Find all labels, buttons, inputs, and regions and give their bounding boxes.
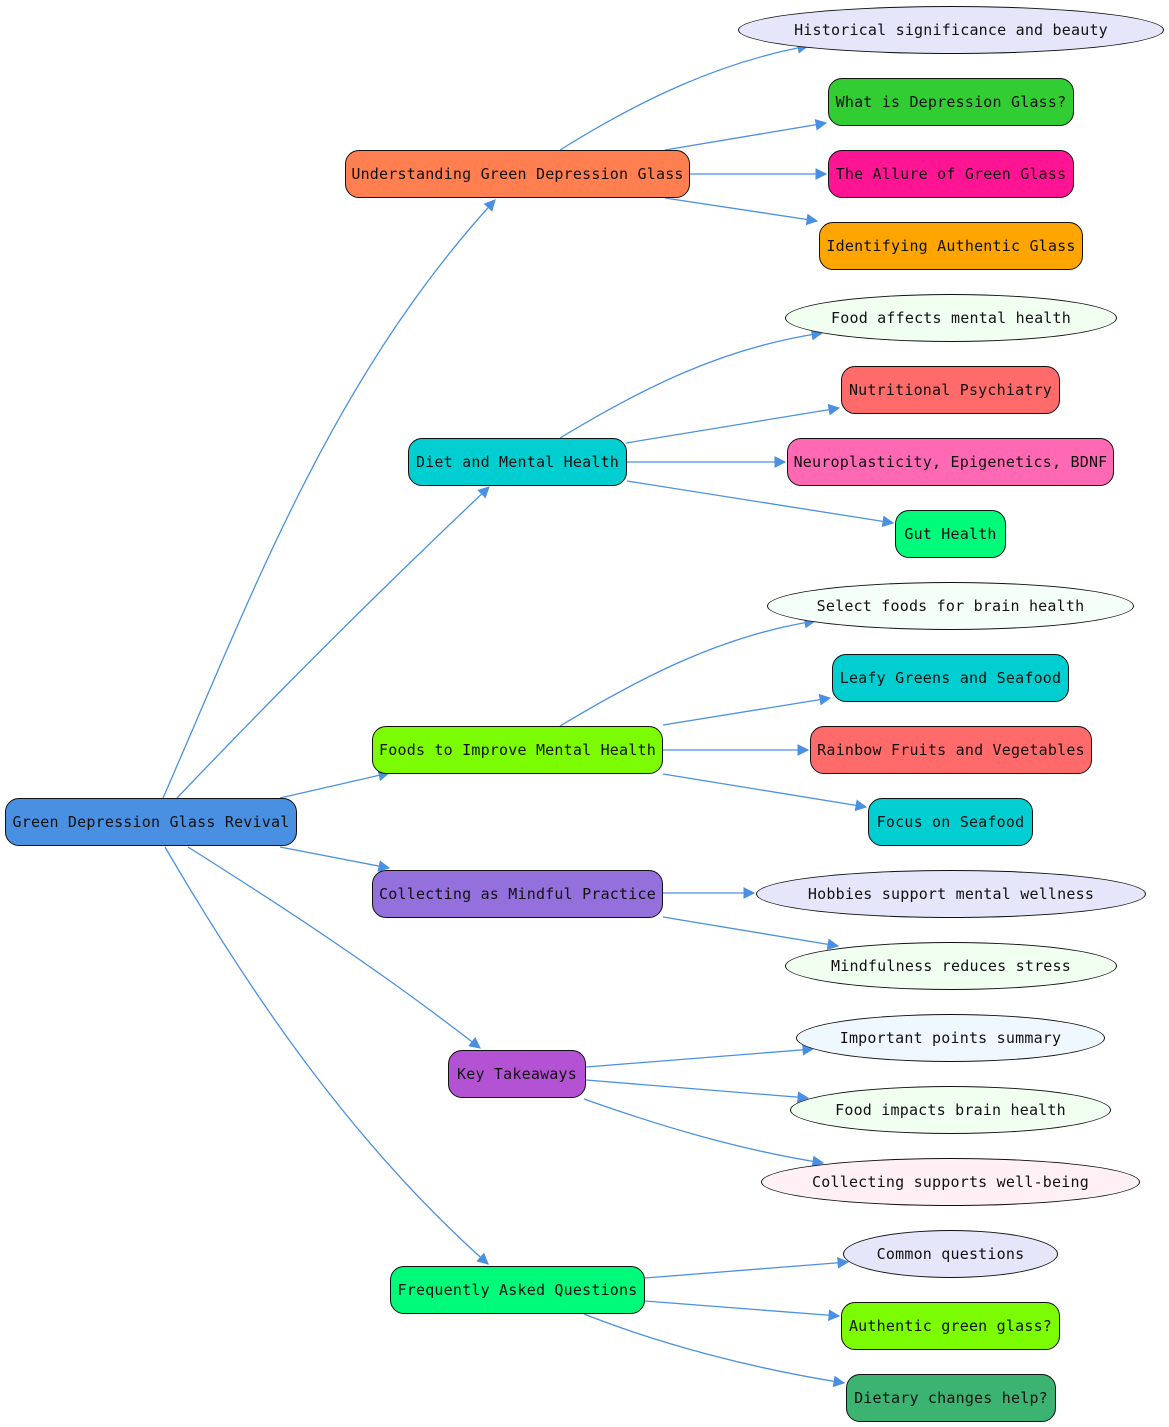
leaf-node-rainbow-fruits-vegetables[interactable]: Rainbow Fruits and Vegetables [810, 726, 1092, 774]
leaf-node-important-points-summary[interactable]: Important points summary [796, 1014, 1105, 1062]
leaf-node-food-affects-mental-health[interactable]: Food affects mental health [785, 294, 1117, 342]
edge-root-diet [176, 486, 490, 799]
branch-node-understanding[interactable]: Understanding Green Depression Glass [345, 150, 690, 198]
leaf-node-dietary-changes-help[interactable]: Dietary changes help? [846, 1374, 1056, 1422]
leaf-node-authentic-green-glass[interactable]: Authentic green glass? [841, 1302, 1060, 1350]
leaf-node-common-questions[interactable]: Common questions [843, 1230, 1058, 1278]
edge-faq-common [644, 1256, 850, 1279]
edge-root-foods [279, 769, 391, 799]
edge-understanding-what-is [664, 118, 828, 151]
edge-diet-gut [626, 480, 895, 528]
edge-diet-food-affects [559, 328, 824, 439]
branch-node-key-takeaways[interactable]: Key Takeaways [448, 1050, 586, 1098]
leaf-node-gut-health[interactable]: Gut Health [895, 510, 1006, 558]
edge-foods-leafy [662, 693, 832, 726]
branch-node-diet-mental-health[interactable]: Diet and Mental Health [408, 438, 627, 486]
branch-node-foods-improve-mental-health[interactable]: Foods to Improve Mental Health [372, 726, 663, 774]
leaf-node-select-foods-brain-health[interactable]: Select foods for brain health [767, 582, 1134, 630]
leaf-node-leafy-greens-seafood[interactable]: Leafy Greens and Seafood [832, 654, 1069, 702]
edge-foods-select [559, 616, 817, 727]
leaf-node-historical-significance[interactable]: Historical significance and beauty [738, 6, 1164, 54]
edge-key-collecting [583, 1098, 825, 1168]
edge-understanding-historical [559, 42, 810, 151]
edge-root-faq [164, 846, 489, 1265]
leaf-node-mindfulness-reduces-stress[interactable]: Mindfulness reduces stress [785, 942, 1117, 990]
edge-collecting-mindfulness [662, 916, 840, 951]
leaf-node-identifying-authentic-glass[interactable]: Identifying Authentic Glass [819, 222, 1083, 270]
leaf-node-allure-of-green-glass[interactable]: The Allure of Green Glass [828, 150, 1074, 198]
edge-faq-dietary [583, 1313, 846, 1388]
root-node[interactable]: Green Depression Glass Revival [5, 798, 297, 846]
edge-root-understanding [162, 199, 496, 799]
edge-root-collecting [279, 846, 391, 872]
edge-key-food [585, 1079, 810, 1103]
leaf-node-what-is-depression-glass[interactable]: What is Depression Glass? [828, 78, 1074, 126]
edge-foods-seafood [662, 773, 868, 812]
edge-key-important [585, 1044, 815, 1068]
leaf-node-focus-on-seafood[interactable]: Focus on Seafood [868, 798, 1033, 846]
branch-node-collecting-mindful-practice[interactable]: Collecting as Mindful Practice [372, 870, 663, 918]
branch-node-faq[interactable]: Frequently Asked Questions [390, 1266, 645, 1314]
leaf-node-hobbies-mental-wellness[interactable]: Hobbies support mental wellness [756, 870, 1146, 918]
leaf-node-neuroplasticity[interactable]: Neuroplasticity, Epigenetics, BDNF [787, 438, 1114, 486]
edge-understanding-identifying [664, 197, 819, 226]
leaf-node-food-impacts-brain-health[interactable]: Food impacts brain health [790, 1086, 1111, 1134]
leaf-node-nutritional-psychiatry[interactable]: Nutritional Psychiatry [841, 366, 1060, 414]
edge-root-key-takeaways [187, 846, 481, 1049]
edge-diet-nutritional [625, 403, 841, 444]
edge-faq-authentic [644, 1300, 841, 1322]
leaf-node-collecting-supports-well-being[interactable]: Collecting supports well-being [761, 1158, 1140, 1206]
